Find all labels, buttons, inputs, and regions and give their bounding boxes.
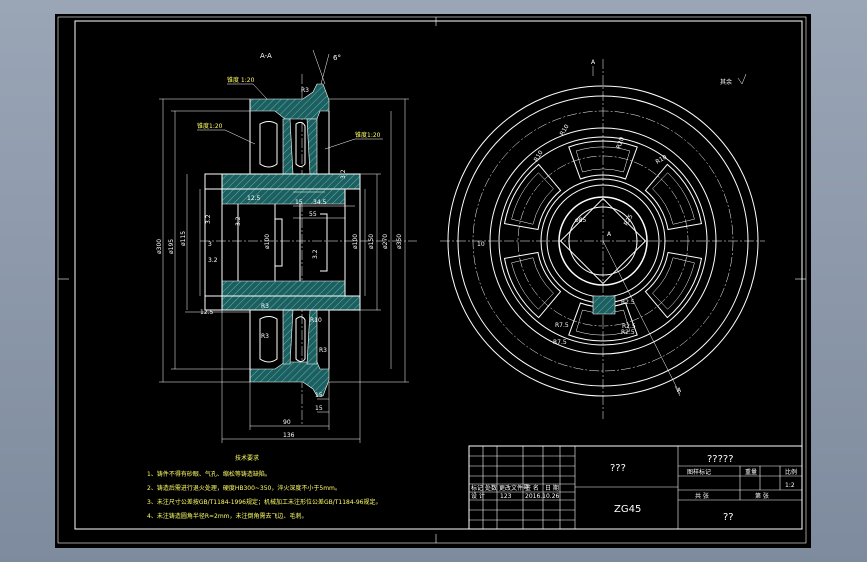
cad-drawing: A-A 6° bbox=[57, 16, 807, 544]
roughness-icon bbox=[737, 73, 747, 85]
hdr-scale: 比例 bbox=[785, 468, 797, 476]
spoke-window-inner bbox=[652, 172, 695, 225]
tech-requirements: 技术要求 1、铸件不得有砂眼、气孔、缩松等铸造缺陷。 2、铸造后需进行退火处理，… bbox=[147, 454, 382, 520]
roughness-label: 其余 bbox=[720, 78, 732, 86]
sheet-num: 第 张 bbox=[755, 492, 769, 500]
mid-dims: R3 R3 R3 R3 R10 15 34.5 55 ø100 ø100 bbox=[261, 87, 359, 354]
dim-3-2b: 3.2 bbox=[208, 257, 218, 264]
title-drawing-no: ?? bbox=[723, 512, 734, 523]
dim-55: 55 bbox=[309, 211, 317, 218]
cell-count: 处数 bbox=[485, 484, 497, 492]
label-r10b: R10 bbox=[559, 123, 571, 137]
cell-sign: 签 名 bbox=[525, 484, 539, 492]
section-label: A-A bbox=[260, 52, 272, 60]
dim-r10: R10 bbox=[310, 317, 322, 324]
bottom-dims: 15 15 90 136 bbox=[283, 392, 323, 439]
spoke-window-inner bbox=[511, 172, 554, 225]
dim-3-2a: 3.2 bbox=[205, 214, 212, 224]
dim-1-6: 12.5 bbox=[247, 195, 261, 202]
front-view: A A A R10 R10 R10 R25 ø85 R20 10 R2.5 R2… bbox=[440, 59, 765, 419]
label-a-center: A bbox=[607, 231, 612, 238]
label-r7-5b: R7.5 bbox=[553, 339, 567, 346]
label-d85: ø85 bbox=[575, 217, 586, 224]
tech-req-title: 技术要求 bbox=[235, 454, 259, 462]
hdr-weight: 重量 bbox=[745, 468, 757, 476]
scale-value: 1:2 bbox=[785, 482, 795, 489]
title-block: ??? ????? ZG45 ?? 图样标记 重量 比例 1:2 共 张 第 张… bbox=[468, 445, 803, 530]
outer-border bbox=[57, 16, 807, 544]
title-company: ????? bbox=[707, 454, 734, 465]
draft-angle-label: 6° bbox=[333, 54, 341, 62]
spoke-window-inner bbox=[652, 257, 695, 310]
dim-d270: ø270 bbox=[382, 234, 389, 249]
dim-d150: ø150 bbox=[368, 234, 375, 249]
dim-34-5: 34.5 bbox=[313, 199, 327, 206]
taper-label-3: 锥度1:20 bbox=[355, 131, 381, 139]
label-10: 10 bbox=[477, 241, 485, 248]
drawing-viewport[interactable]: A-A 6° bbox=[55, 14, 811, 548]
dim-15b: 15 bbox=[315, 405, 323, 412]
spoke-window bbox=[644, 163, 703, 231]
dim-d350: ø350 bbox=[396, 234, 403, 249]
dim-d195: ø195 bbox=[168, 239, 175, 254]
dim-r3c: R3 bbox=[261, 333, 269, 340]
dim-12-5: 12.5 bbox=[200, 309, 214, 316]
spoke-window bbox=[503, 251, 562, 319]
dim-3-2c: 3.2 bbox=[340, 169, 347, 179]
label-r20: R20 bbox=[615, 136, 626, 150]
spoke-window bbox=[503, 163, 562, 231]
dim-15a: 15 bbox=[315, 392, 323, 399]
dim-r3b: R3 bbox=[261, 303, 269, 310]
cell-mark: 标记 bbox=[471, 484, 483, 492]
section-view: A-A 6° bbox=[156, 49, 417, 443]
label-a-top: A bbox=[591, 59, 596, 66]
label-a-bottom: A bbox=[677, 387, 682, 394]
tech-req-item-3: 3、未注尺寸公差按GB/T1184-1996规定；机械加工未注形位公差GB/T1… bbox=[147, 498, 382, 506]
label-r2-5a: R2.5 bbox=[621, 299, 635, 306]
tech-req-item-1: 1、铸件不得有砂眼、气孔、缩松等铸造缺陷。 bbox=[147, 470, 271, 478]
right-dims: ø150 ø270 ø350 3.2 3.2 3.2 bbox=[235, 169, 403, 259]
dim-d100b: ø100 bbox=[352, 234, 359, 249]
cell-date: 2016.10.26 bbox=[525, 493, 560, 500]
drawing-frame bbox=[74, 20, 803, 530]
dim-r3d: R3 bbox=[319, 347, 327, 354]
cell-date-h: 日 期 bbox=[545, 484, 559, 492]
spoke-window-inner bbox=[575, 146, 631, 173]
label-r10c: R10 bbox=[655, 154, 669, 166]
dim-d115: ø115 bbox=[180, 231, 187, 246]
spoke-window bbox=[568, 140, 638, 180]
label-r2-5b: R2.5 bbox=[622, 323, 636, 330]
spoke-window bbox=[644, 251, 703, 319]
dim-3-2d: 3.2 bbox=[312, 249, 319, 259]
cell-designer: 设 计 bbox=[471, 492, 485, 500]
spoke-windows bbox=[503, 140, 703, 342]
sheet-total: 共 张 bbox=[695, 492, 709, 500]
cell-change-doc: 更改文件号 bbox=[499, 484, 529, 492]
dim-15: 15 bbox=[295, 199, 303, 206]
dim-d300: ø300 bbox=[156, 239, 163, 254]
dim-3-2e: 3.2 bbox=[235, 216, 242, 226]
title-material: ZG45 bbox=[614, 504, 641, 515]
left-dims: ø300 ø195 ø115 3 3.2 3.2 12.5 12.5 bbox=[156, 195, 261, 316]
edge-ticks bbox=[58, 17, 806, 543]
hdr-mark: 图样标记 bbox=[687, 468, 711, 476]
front-labels: A A A R10 R10 R10 R25 ø85 R20 10 R2.5 R2… bbox=[477, 59, 682, 394]
dim-3: 3 bbox=[208, 241, 212, 248]
dim-90: 90 bbox=[283, 419, 291, 426]
dim-r3a: R3 bbox=[301, 87, 309, 94]
taper-label-2: 锥度1:20 bbox=[197, 122, 223, 130]
cell-designer-id: 123 bbox=[500, 493, 512, 500]
title-part-name: ??? bbox=[610, 463, 626, 474]
label-r2-5c: R2.5 bbox=[621, 329, 635, 336]
spoke-window-inner bbox=[511, 257, 554, 310]
taper-label-1: 锥度 1:20 bbox=[227, 76, 255, 84]
label-r7-5a: R7.5 bbox=[555, 322, 569, 329]
dim-136: 136 bbox=[283, 432, 295, 439]
tech-req-item-4: 4、未注铸造圆角半径R=2mm，未注倒角需去飞边、毛刺。 bbox=[147, 512, 308, 520]
dim-d100a: ø100 bbox=[264, 234, 271, 249]
tech-req-item-2: 2、铸造后需进行退火处理，硬度HB300~350，淬火深度不小于5mm。 bbox=[147, 484, 341, 492]
